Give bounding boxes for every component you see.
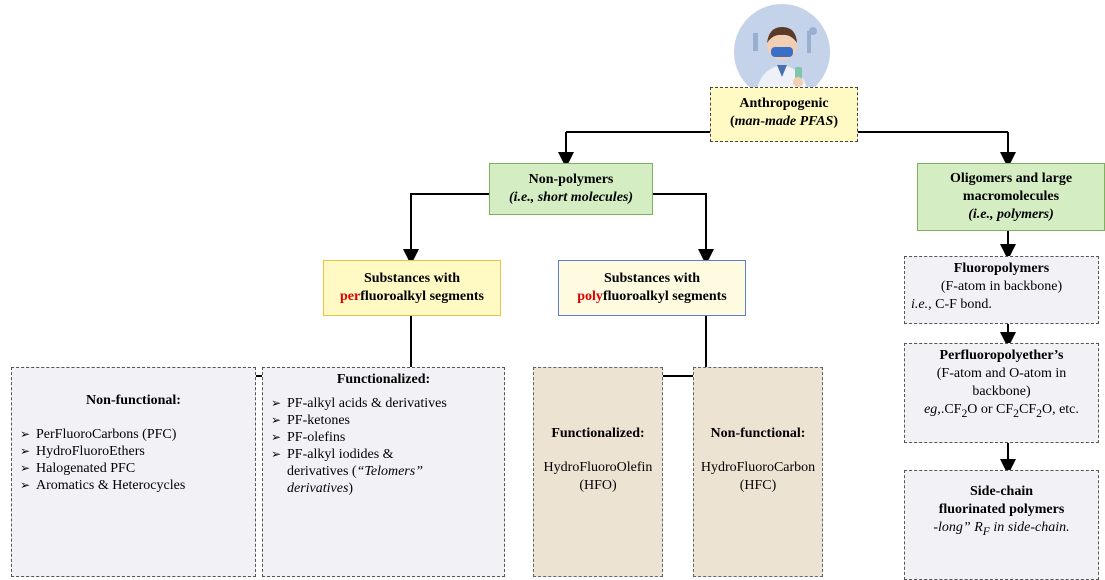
- pfpe-sub1: 2: [961, 406, 968, 420]
- telomers-line-d: ): [348, 481, 354, 496]
- pfpe-sub2: 2: [1013, 406, 1019, 420]
- functionalized-perfluoro-title: Functionalized:: [336, 372, 431, 387]
- pfpe-formula-a: .CF: [940, 402, 962, 417]
- arrow-bullet-icon: ➢: [20, 427, 31, 441]
- list-item: ➢PF-olefins: [271, 430, 346, 445]
- sidechain-rf-sub: F: [982, 524, 990, 538]
- nonpolymers-subtitle: (i.e., short molecules): [508, 190, 634, 205]
- arrow-bullet-icon: ➢: [20, 461, 31, 475]
- polyfluoroalkyl-node: Substances with polyfluoroalkyl segments: [558, 260, 746, 316]
- arrow-bullet-icon: ➢: [20, 444, 31, 458]
- oligomers-line2: macromolecules: [962, 189, 1060, 204]
- fluoropolymers-line1: (F-atom in backbone): [940, 279, 1063, 294]
- perfluoroalkyl-rest: fluoroalkyl segments: [360, 289, 485, 304]
- oligomers-subtitle: (i.e., polymers): [968, 207, 1054, 222]
- nonpolymers-node: Non-polymers (i.e., short molecules): [489, 163, 653, 215]
- sidechain-line2: fluorinated polymers: [938, 502, 1065, 517]
- anthropogenic-subtitle: man-made PFAS: [734, 114, 834, 129]
- list-item: ➢PF-ketones: [271, 413, 350, 428]
- functionalized-perfluoro-box: Functionalized: ➢PF-alkyl acids & deriva…: [262, 367, 505, 577]
- anthropogenic-close-paren: ): [833, 114, 838, 129]
- telomers-line-a: derivatives (: [287, 464, 357, 479]
- arrow-bullet-icon: ➢: [271, 430, 282, 444]
- sidechain-desc-a: -long”: [933, 520, 975, 535]
- nonfunctional-polyfluoro-title: Non-functional:: [710, 426, 806, 441]
- pfpe-formula-d: O, etc.: [1041, 402, 1079, 417]
- pfpe-line2: backbone): [972, 384, 1031, 399]
- oligomers-line1: Oligomers and large: [949, 171, 1073, 186]
- fluoropolymers-title: Fluoropolymers: [953, 261, 1050, 276]
- pfpe-formula-c: CF: [1019, 402, 1037, 417]
- nonfunctional-perfluoro-title: Non-functional:: [86, 393, 181, 408]
- fluoropolymers-box: Fluoropolymers (F-atom in backbone) i.e.…: [904, 256, 1099, 324]
- perfluoroalkyl-line1: Substances with: [363, 271, 461, 286]
- arrow-bullet-icon: ➢: [271, 396, 282, 410]
- hfc-line1: HydroFluoroCarbon: [700, 460, 816, 475]
- list-item: ➢PF-alkyl iodides & derivatives (“Telome…: [271, 447, 423, 496]
- list-item: ➢HydroFluoroEthers: [20, 444, 145, 459]
- polyfluoroalkyl-line1: Substances with: [603, 271, 701, 286]
- sidechain-polymers-box: Side-chain fluorinated polymers -long” R…: [904, 470, 1099, 580]
- nonfunctional-perfluoro-box: Non-functional: ➢PerFluoroCarbons (PFC) …: [11, 367, 256, 577]
- pfpe-title: Perfluoropolyether’s: [939, 348, 1064, 363]
- telomers-line-b: “Telomers”: [356, 464, 423, 479]
- arrow-bullet-icon: ➢: [20, 478, 31, 492]
- hfo-line1: HydroFluoroOlefin: [543, 460, 653, 475]
- perfluoroalkyl-node: Substances with perfluoroalkyl segments: [323, 260, 501, 316]
- pfpe-eg: eg,: [924, 402, 941, 417]
- hfo-line2: (HFO): [579, 478, 617, 493]
- hfc-line2: (HFC): [739, 478, 777, 493]
- list-item: ➢Halogenated PFC: [20, 461, 136, 476]
- functionalized-polyfluoro-title: Functionalized:: [551, 426, 645, 441]
- telomers-line-c: derivatives: [287, 481, 349, 496]
- sidechain-rf: R: [974, 520, 983, 535]
- scientist-avatar-icon: [733, 3, 831, 101]
- pfpe-sub3: 2: [1036, 406, 1042, 420]
- anthropogenic-open-paren: (: [729, 114, 735, 129]
- list-item: ➢PerFluoroCarbons (PFC): [20, 427, 177, 442]
- list-item: ➢Aromatics & Heterocycles: [20, 478, 186, 493]
- polyfluoroalkyl-rest: fluoroalkyl segments: [602, 289, 727, 304]
- arrow-bullet-icon: ➢: [271, 447, 282, 461]
- arrow-bullet-icon: ➢: [271, 413, 282, 427]
- perfluoropolyether-box: Perfluoropolyether’s (F-atom and O-atom …: [904, 343, 1099, 443]
- fluoropolymers-line2: C-F bond.: [931, 297, 992, 312]
- sidechain-desc-b: in side-chain.: [989, 520, 1070, 535]
- polyfluoroalkyl-prefix: poly: [577, 289, 603, 304]
- fluoropolymers-ie: i.e.,: [911, 297, 932, 312]
- perfluoroalkyl-prefix: per: [339, 289, 361, 304]
- pfpe-line1: (F-atom and O-atom in: [936, 366, 1067, 381]
- oligomers-node: Oligomers and large macromolecules (i.e.…: [917, 163, 1105, 231]
- pfpe-formula-b: O or CF: [967, 402, 1014, 417]
- nonfunctional-polyfluoro-box: Non-functional: HydroFluoroCarbon (HFC): [693, 367, 823, 577]
- sidechain-line1: Side-chain: [969, 484, 1033, 499]
- list-item: ➢PF-alkyl acids & derivatives: [271, 396, 447, 411]
- anthropogenic-title: Anthropogenic: [739, 96, 829, 111]
- functionalized-polyfluoro-box: Functionalized: HydroFluoroOlefin (HFO): [533, 367, 663, 577]
- anthropogenic-node: Anthropogenic (man-made PFAS): [710, 87, 858, 142]
- nonpolymers-title: Non-polymers: [528, 172, 614, 187]
